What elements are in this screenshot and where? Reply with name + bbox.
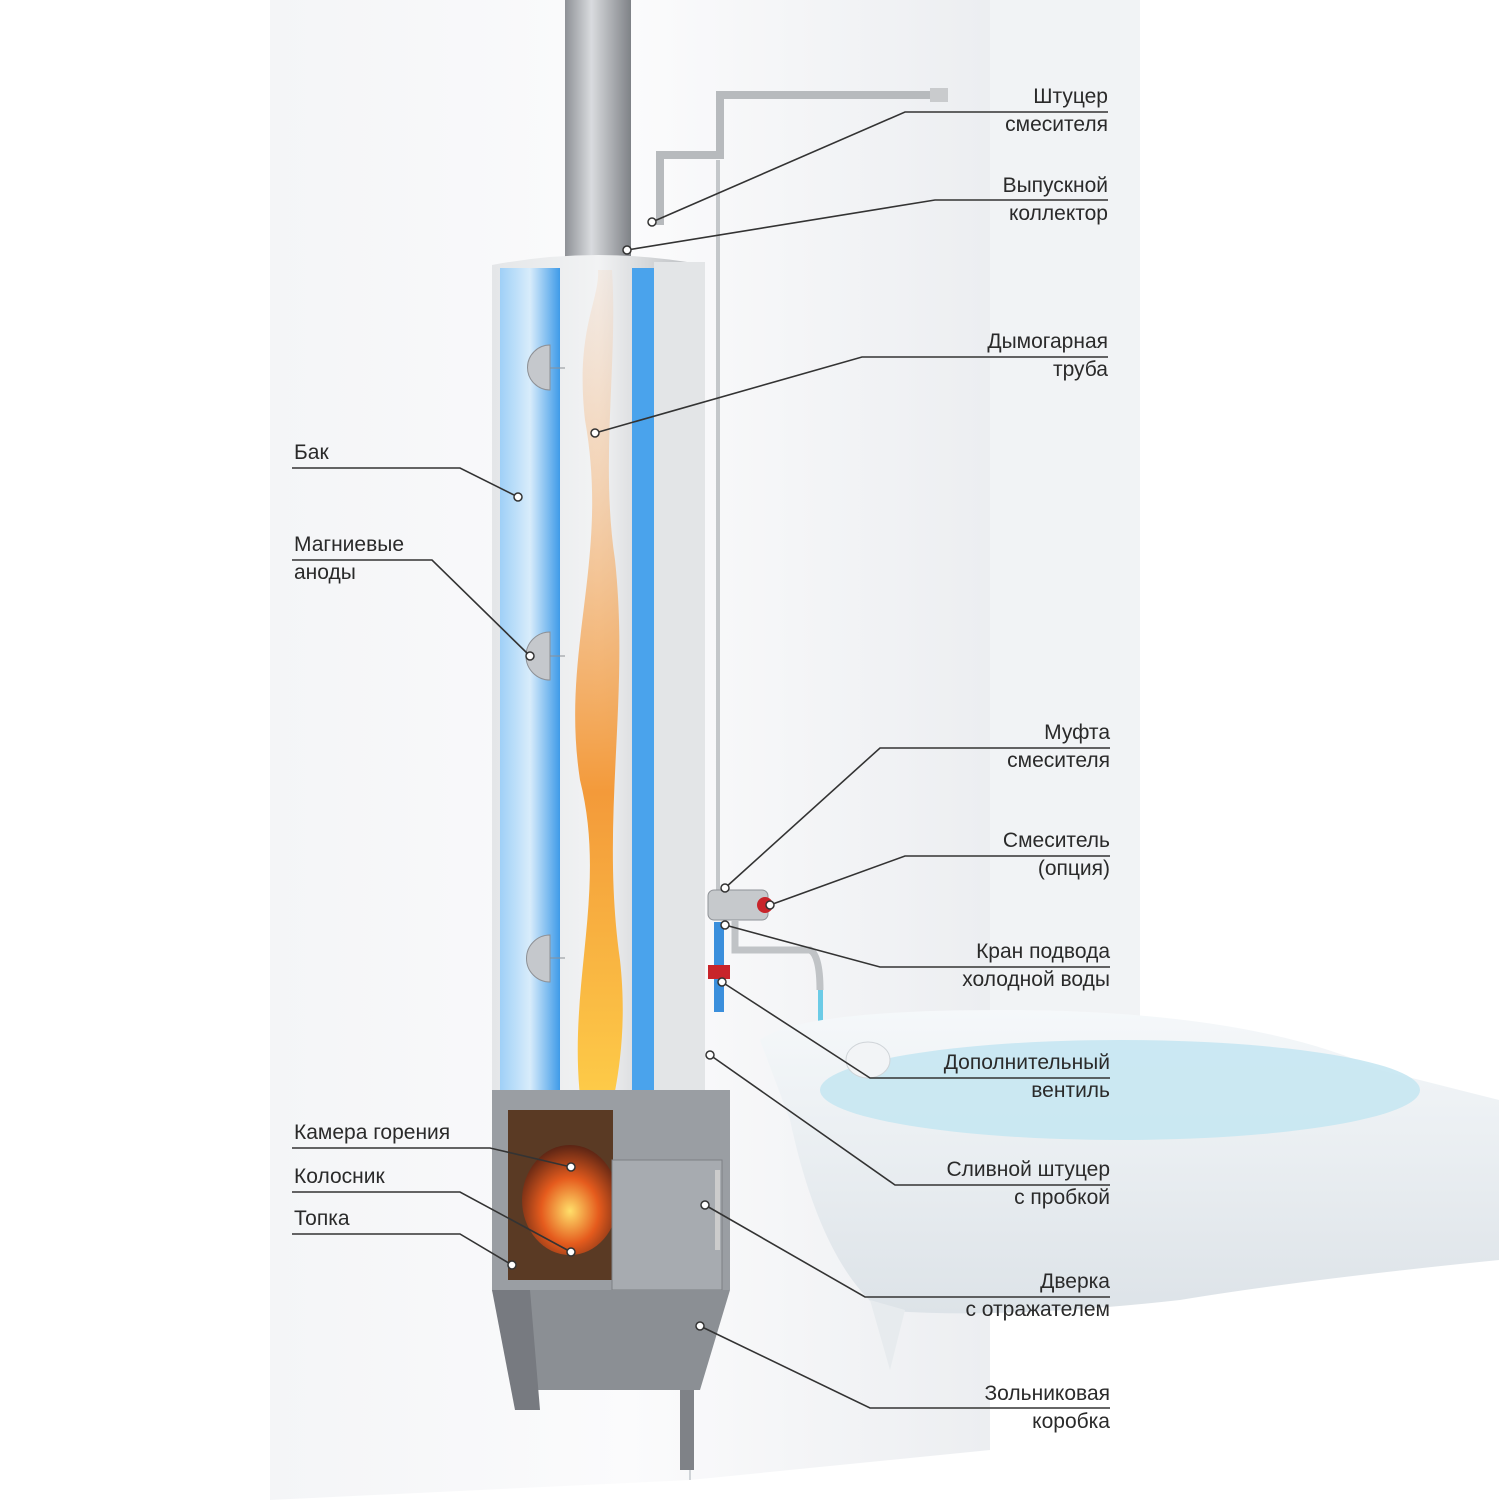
leader-dots: [507, 217, 775, 1331]
magnesium-anodes: [525, 344, 565, 983]
flame: [575, 270, 623, 1140]
leader-lines: [292, 111, 1110, 1409]
water-right: [632, 268, 654, 1098]
cold-water-valve: [708, 965, 730, 979]
label-firebox: Топка: [294, 1207, 350, 1230]
label-mixer: Смеситель(опция): [1002, 829, 1110, 880]
label-grate: Колосник: [294, 1165, 385, 1188]
label-tank: Бак: [294, 441, 329, 464]
shower-pipe: [656, 91, 940, 225]
water-left: [500, 268, 560, 1098]
bath-water: [820, 1040, 1420, 1140]
door: [611, 1159, 723, 1291]
label-combustion-chamber: Камера горения: [294, 1121, 451, 1144]
fire: [522, 1145, 618, 1255]
ash-box: [492, 1290, 730, 1390]
